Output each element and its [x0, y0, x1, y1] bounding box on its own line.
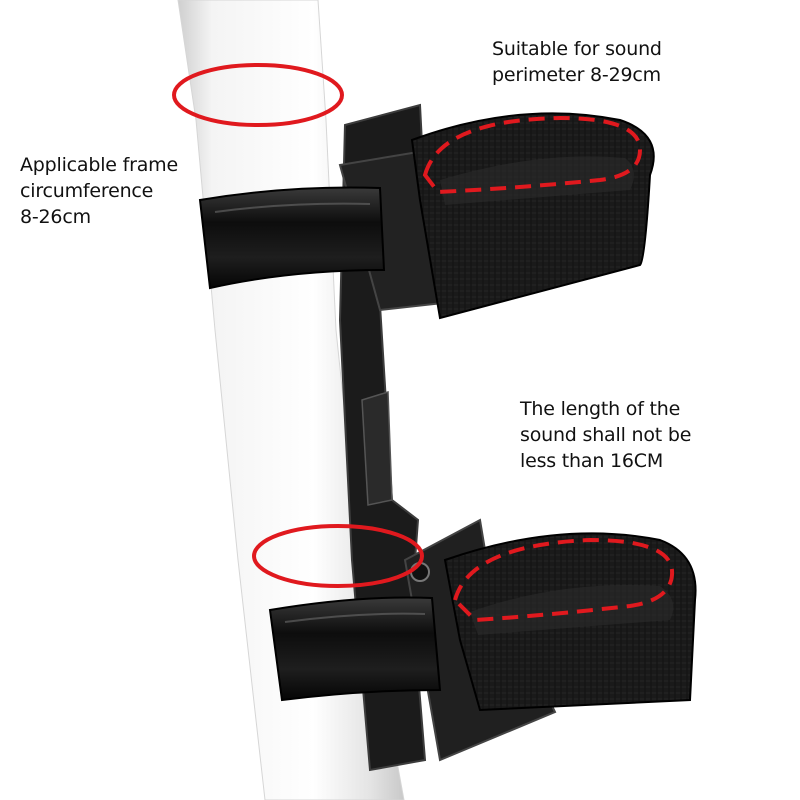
lower-speaker-strap — [443, 532, 697, 712]
annotation-line: 8-26cm — [20, 206, 91, 228]
sound-perimeter-annotation: Suitable for sound perimeter 8-29cm — [492, 36, 662, 88]
sound-length-annotation: The length of the sound shall not be les… — [520, 396, 691, 474]
upper-speaker-strap — [410, 112, 655, 320]
frame-circumference-annotation: Applicable frame circumference 8-26cm — [20, 152, 178, 230]
annotation-line: perimeter 8-29cm — [492, 64, 661, 86]
annotation-line: circumference — [20, 180, 154, 202]
annotation-line: sound shall not be — [520, 424, 692, 446]
lower-frame-strap — [268, 596, 442, 702]
annotation-line: Applicable frame — [20, 154, 178, 176]
annotation-line: The length of the — [520, 398, 681, 420]
upper-circumference-ring — [172, 63, 344, 127]
lower-circumference-ring — [252, 524, 424, 588]
annotation-line: less than 16CM — [520, 450, 664, 472]
annotation-line: Suitable for sound — [492, 38, 662, 60]
upper-frame-strap — [198, 186, 386, 290]
